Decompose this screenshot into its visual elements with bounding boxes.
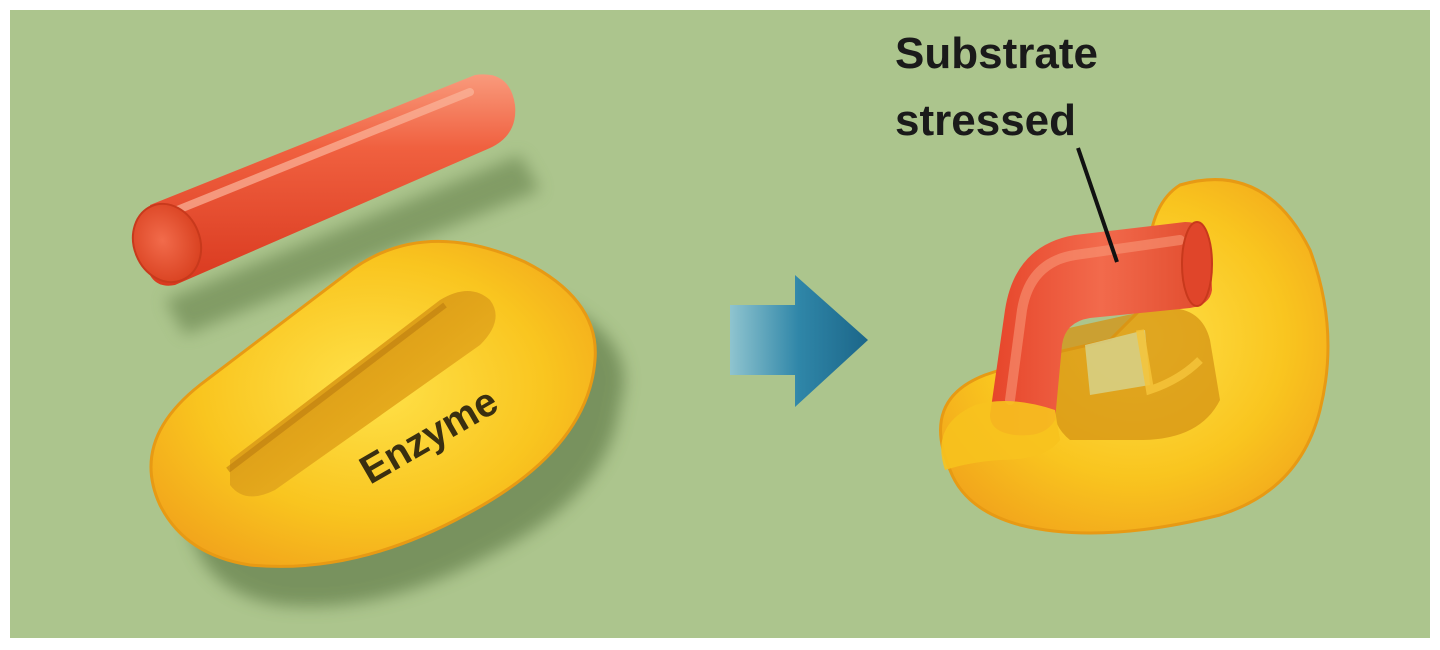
substrate-stressed-callout: Substrate stressed: [895, 29, 1119, 263]
transition-arrow: [730, 275, 868, 407]
bound-enzyme-cavity-inner: [1085, 330, 1150, 395]
stressed-substrate-end-cap: [1181, 221, 1213, 307]
substrate-rod-end-cap: [131, 202, 203, 284]
substrate-label-line1: Substrate: [895, 29, 1098, 78]
enzyme: Enzyme: [149, 239, 625, 607]
stressed-substrate: [990, 222, 1212, 436]
enzyme-groove-edge: [226, 302, 447, 473]
bound-enzyme-front-lip: [941, 401, 1060, 470]
enzyme-substrate-complex: [939, 178, 1330, 535]
substrate-label-line2: stressed: [895, 96, 1076, 145]
bound-enzyme-fold: [1136, 329, 1203, 396]
stressed-substrate-highlight: [1005, 235, 1185, 405]
enzyme-active-site-groove: [230, 291, 496, 497]
callout-pointer-line: [1076, 147, 1119, 263]
right-arrow-icon: [730, 275, 868, 407]
substrate-rod-body: [145, 74, 516, 286]
substrate-rod: [131, 74, 540, 335]
substrate-rod-highlight: [161, 88, 474, 219]
substrate-rod-shadow: [165, 155, 540, 335]
